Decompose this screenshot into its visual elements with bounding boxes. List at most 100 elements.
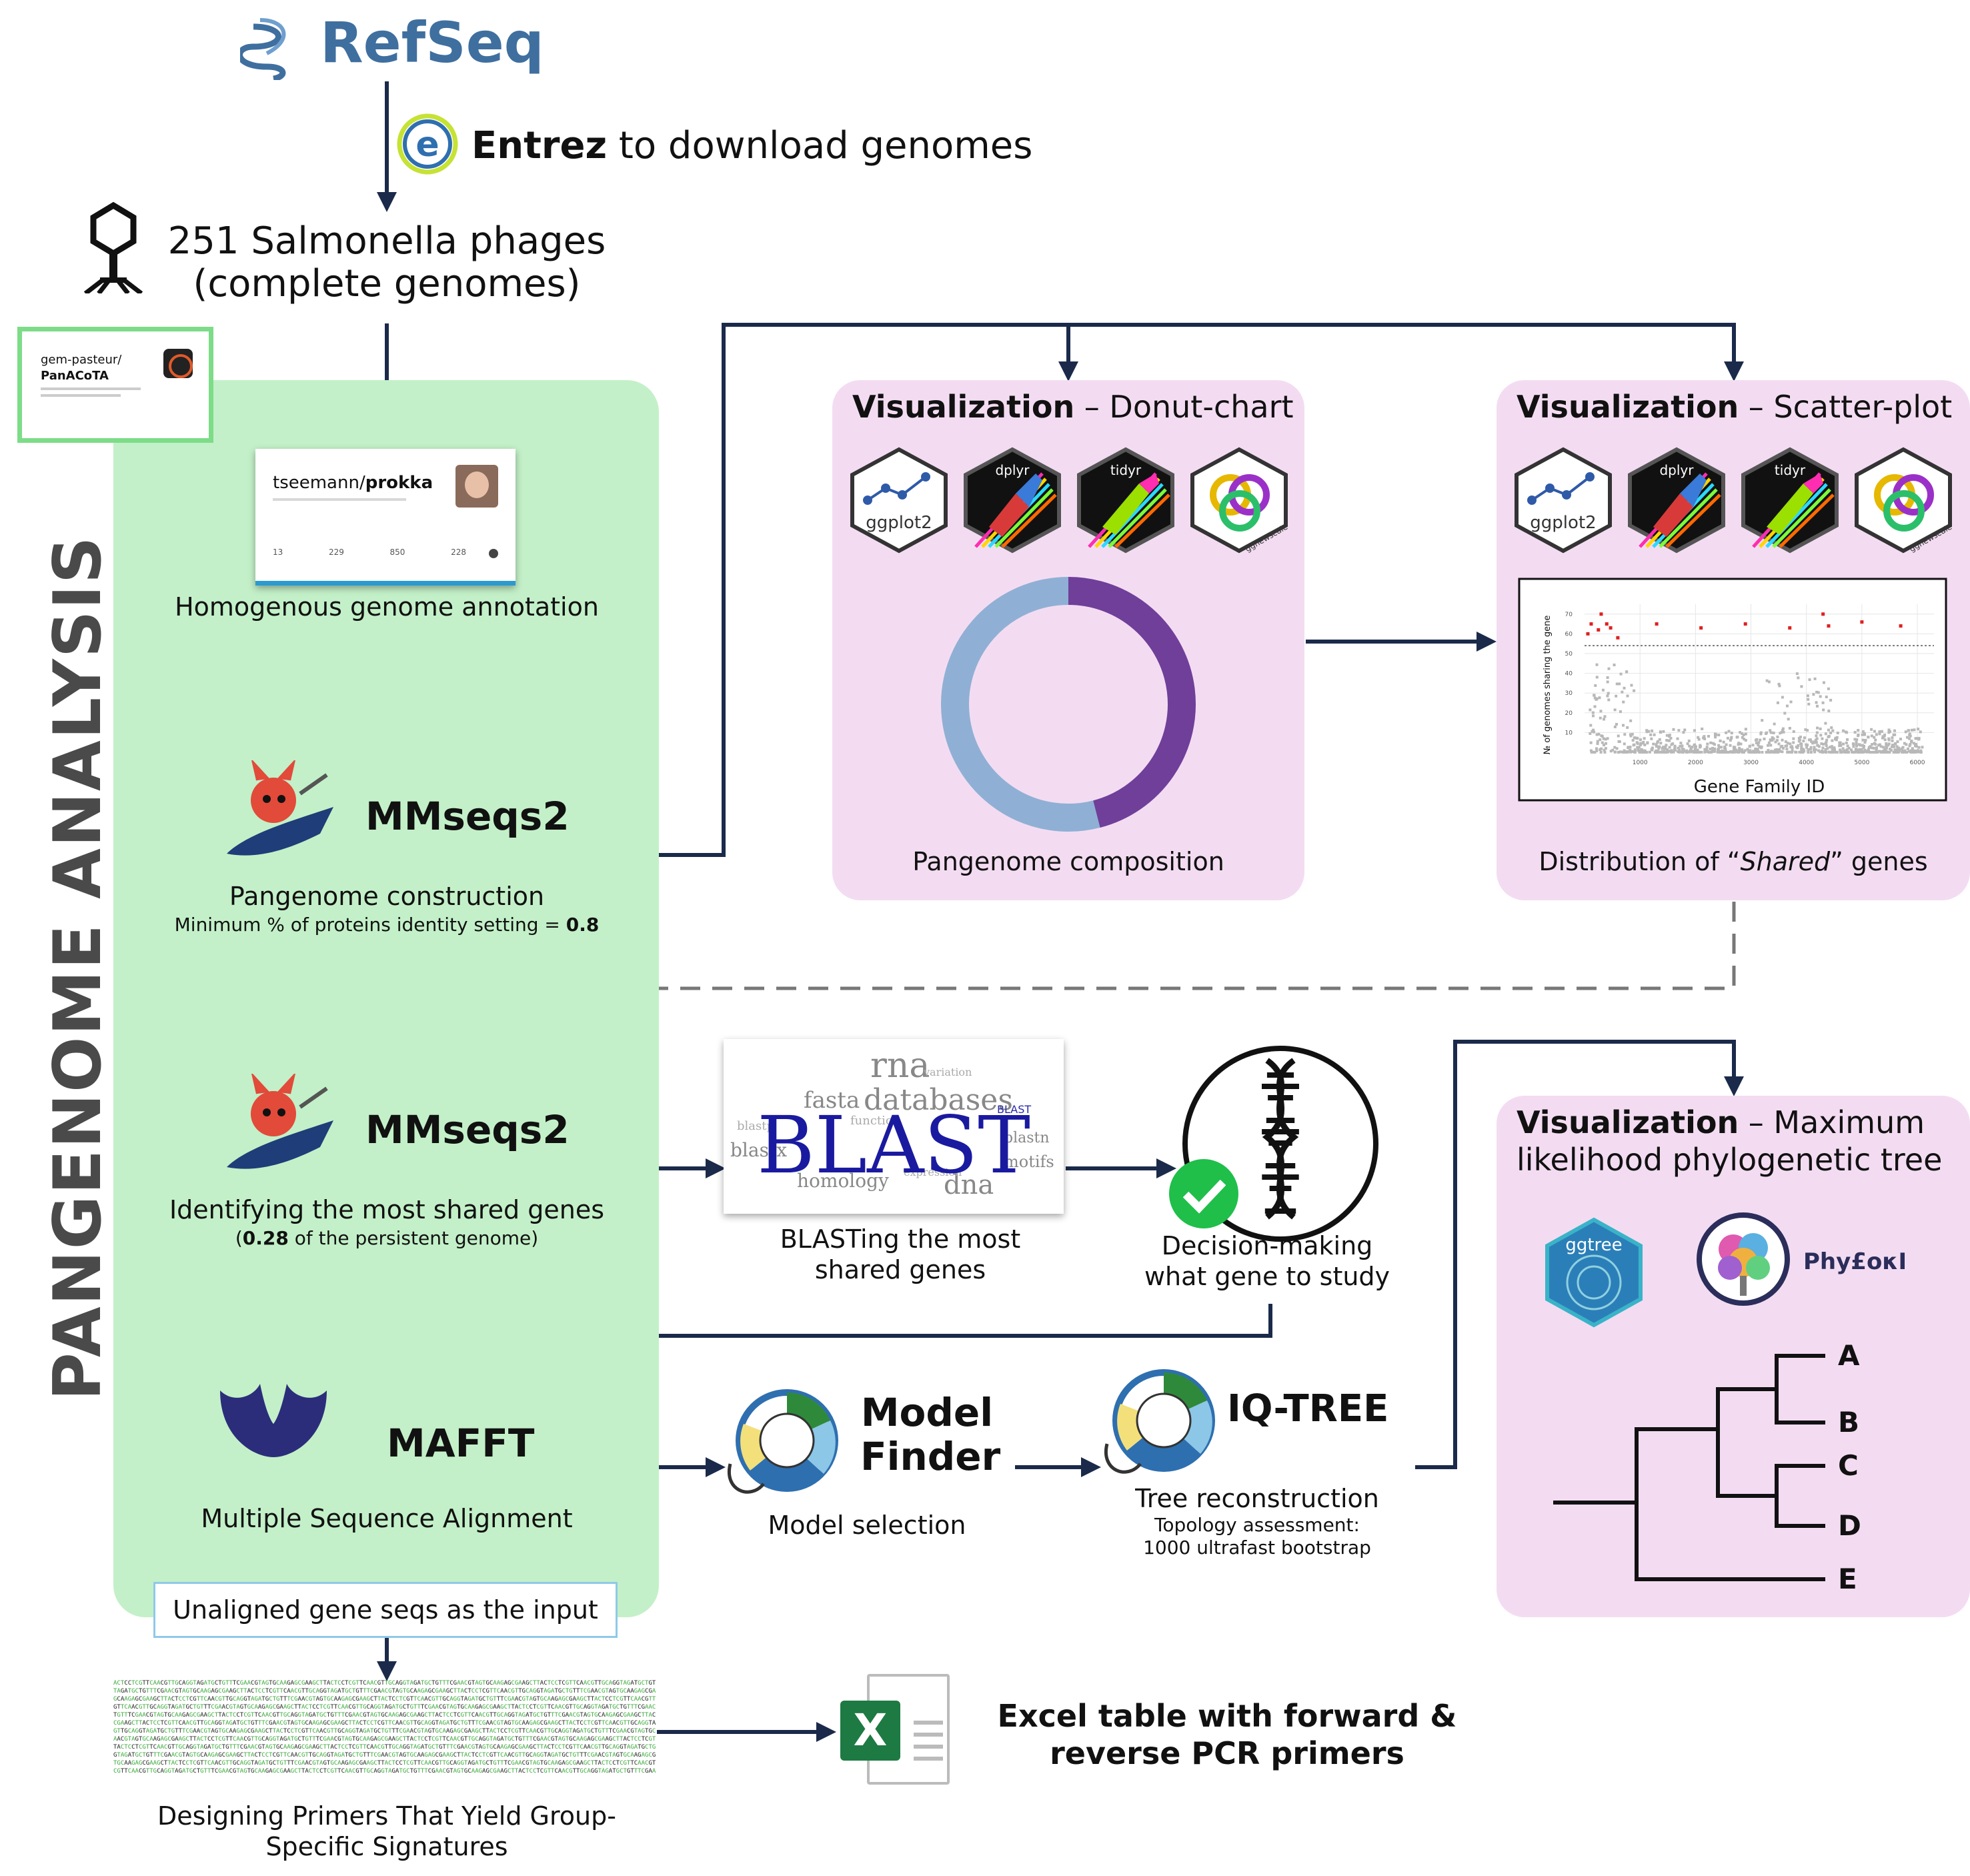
gene-point [1870, 746, 1873, 750]
sequence-line: GTTGCAGGTAGATGCTGTTTCGAACGTAGTGCAAGAGCGA… [113, 1728, 656, 1735]
gene-point [1737, 743, 1740, 746]
gene-point [1702, 736, 1705, 740]
gene-point [1595, 747, 1599, 750]
gene-point [1711, 742, 1715, 745]
gene-point [1830, 726, 1833, 730]
gene-point [1719, 739, 1722, 742]
gene-point [1868, 750, 1871, 754]
gene-point [1622, 700, 1625, 704]
shared-gene-point [1605, 622, 1609, 626]
gene-point [1706, 750, 1709, 753]
gene-point [1816, 726, 1819, 730]
gene-point [1602, 737, 1605, 740]
gene-point [1817, 745, 1821, 748]
x-tick-label: 4000 [1799, 760, 1814, 766]
mmseqs-construction-subcaption: Minimum % of proteins identity setting =… [140, 914, 634, 936]
gene-point [1821, 701, 1825, 704]
gene-point [1917, 736, 1921, 740]
gene-point [1589, 708, 1592, 712]
gene-point [1810, 740, 1813, 744]
gene-point [1609, 750, 1613, 753]
gene-point [1603, 750, 1607, 754]
gene-point [1592, 730, 1595, 734]
gene-point [1885, 742, 1888, 746]
gene-point [1816, 744, 1819, 747]
gene-point [1744, 728, 1747, 731]
gene-point [1863, 732, 1866, 735]
gene-point [1698, 750, 1701, 754]
phyloki-logo: Phy£οκΙ [1697, 1212, 1907, 1306]
gene-point [1627, 746, 1630, 750]
sequence-line: GTTCAACGTTGCAGGTAGATGCTGTTTCGAACGTAGTGCA… [113, 1704, 656, 1711]
gene-point [1688, 744, 1691, 748]
gene-point [1908, 737, 1911, 740]
gene-point [1886, 750, 1889, 754]
prokka-github-card[interactable]: tseemann/prokka 13 229 850 228 [255, 449, 516, 586]
gene-point [1887, 742, 1891, 746]
gene-point [1869, 750, 1873, 754]
gene-point [1882, 749, 1885, 752]
gene-point [1759, 746, 1763, 750]
gene-point [1846, 744, 1849, 748]
gene-point [1879, 745, 1883, 748]
gene-point [1744, 732, 1747, 736]
gene-point [1852, 744, 1855, 747]
gene-point [1829, 751, 1833, 754]
gene-point [1755, 738, 1758, 742]
gene-point [1916, 749, 1919, 752]
excel-caption: Excel table with forward & reverse PCR p… [980, 1697, 1474, 1772]
panacota-github-card[interactable]: gem-pasteur/ PanACoTA [17, 327, 213, 443]
gene-point [1806, 694, 1809, 698]
gene-point [1733, 750, 1737, 754]
gene-point [1642, 750, 1645, 754]
gene-point [1650, 737, 1653, 740]
gene-point [1891, 744, 1895, 747]
gene-point [1824, 722, 1827, 725]
gene-point [1742, 734, 1745, 736]
dplyr-hex-icon: dplyr [1628, 447, 1725, 554]
plot-frame [1518, 578, 1947, 802]
modelfinder-caption: Model selection [768, 1511, 966, 1540]
gene-point [1733, 748, 1736, 752]
gene-point [1874, 738, 1877, 742]
gene-point [1854, 748, 1857, 751]
gene-point [1682, 748, 1685, 751]
gene-point [1625, 750, 1629, 754]
gene-point [1767, 680, 1771, 684]
gene-point [1829, 746, 1832, 749]
gene-point [1636, 737, 1639, 740]
gene-point [1815, 690, 1819, 694]
scatter-panel-title: Visualization – Scatter-plot [1517, 388, 1952, 425]
gene-point [1921, 746, 1924, 749]
gene-point [1825, 744, 1828, 748]
gene-point [1713, 743, 1717, 746]
scatter-caption: Distribution of “Shared” genes [1497, 847, 1970, 876]
sequence-line: TGTTTCGAACGTAGTGCAAGAGCGAAGCTTACTCCTCGTT… [113, 1712, 656, 1719]
gene-point [1807, 748, 1810, 751]
gene-point [1783, 712, 1787, 715]
gene-point [1744, 739, 1747, 742]
iqtree-caption: Tree reconstruction [1135, 1484, 1379, 1513]
gene-point [1617, 750, 1621, 754]
gene-point [1845, 748, 1849, 751]
helix-strand [1262, 1058, 1296, 1220]
gene-point [1606, 676, 1609, 680]
gene-point [1893, 733, 1897, 736]
gene-point [1862, 746, 1865, 750]
prokka-avatar [455, 465, 498, 508]
gene-point [1829, 698, 1833, 702]
gene-point [1697, 738, 1701, 741]
prokka-stat: 13 [273, 548, 283, 557]
scatter-title-bold: Visualization [1517, 389, 1739, 425]
gene-point [1883, 738, 1887, 742]
gene-point [1716, 750, 1719, 754]
gene-point [1633, 689, 1636, 692]
gene-point [1833, 746, 1836, 750]
gene-point [1815, 737, 1819, 740]
gene-point [1829, 732, 1833, 735]
gene-point [1888, 730, 1891, 733]
gene-point [1713, 750, 1717, 753]
gene-point [1791, 746, 1794, 750]
gene-point [1811, 742, 1815, 745]
